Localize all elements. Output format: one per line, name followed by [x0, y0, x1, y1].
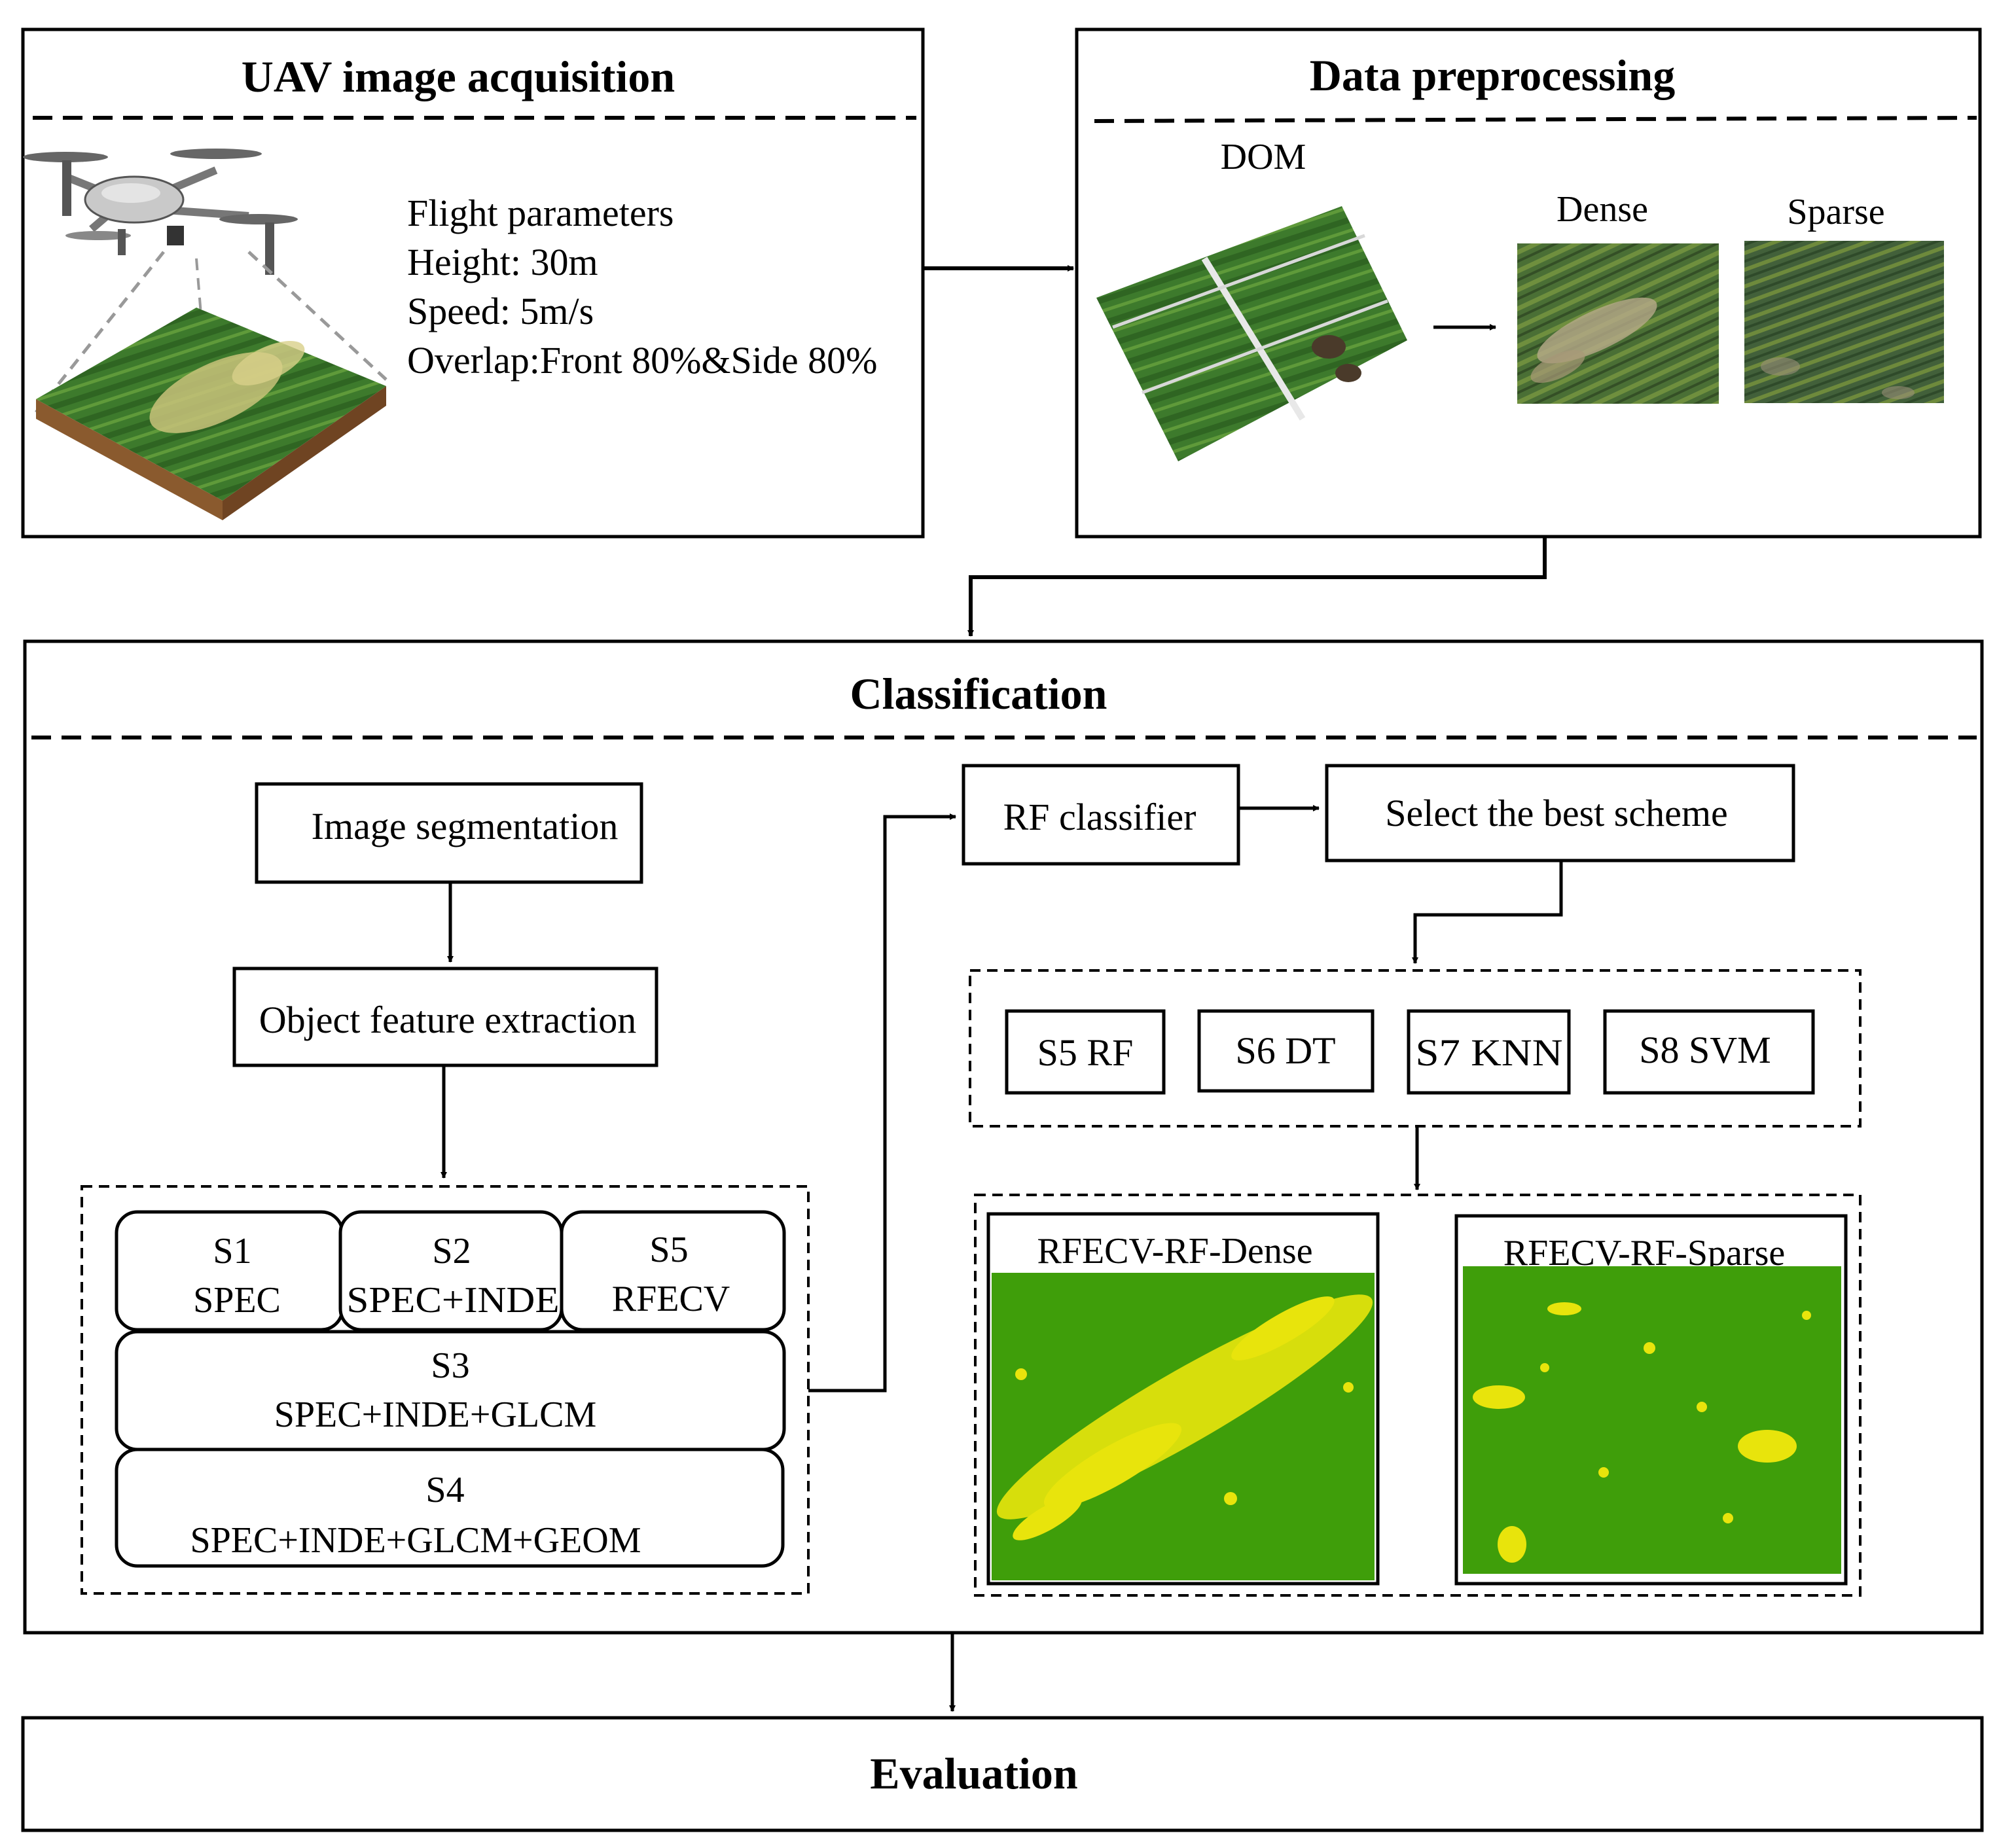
result-dense-label: RFECV-RF-Dense — [1037, 1231, 1312, 1271]
model-s5-rf-label: S5 RF — [1037, 1031, 1134, 1074]
result-dense-map — [992, 1273, 1375, 1580]
feature-extraction-box — [232, 967, 658, 1067]
select-best-scheme-box — [1325, 764, 1795, 862]
classification-panel-border — [23, 639, 1984, 1635]
flight-speed: Speed: 5m/s — [407, 290, 594, 332]
preprocessing-panel-title: Data preprocessing — [1310, 50, 1675, 100]
drone-icon — [23, 149, 298, 275]
model-s7-knn-box — [1407, 1009, 1571, 1095]
evaluation-panel-border — [21, 1716, 1984, 1832]
scheme-s3-id: S3 — [431, 1345, 469, 1386]
image-segmentation-label: Image segmentation — [312, 805, 619, 847]
model-s6-dt-label: S6 DT — [1235, 1029, 1335, 1072]
dense-sample-image — [1517, 243, 1719, 404]
scheme-s5-id: S5 — [649, 1230, 688, 1270]
dom-label: DOM — [1221, 137, 1306, 177]
select-best-scheme-label: Select the best scheme — [1385, 792, 1727, 834]
preprocessing-panel-border — [1075, 27, 1982, 539]
rf-classifier-label: RF classifier — [1003, 796, 1196, 838]
scheme-s4-name: SPEC+INDE+GLCM+GEOM — [190, 1520, 641, 1561]
classification-panel-title: Classification — [850, 669, 1107, 719]
model-s8-svm-label: S8 SVM — [1639, 1029, 1771, 1071]
scheme-s1-id: S1 — [213, 1231, 251, 1271]
flight-overlap: Overlap:Front 80%&Side 80% — [407, 339, 877, 382]
model-s7-knn-label: S7 KNN — [1416, 1031, 1563, 1074]
sparse-sample-image — [1744, 241, 1944, 403]
scheme-s5-box — [560, 1210, 786, 1332]
arrow-select-to-models — [1412, 861, 1563, 964]
evaluation-title: Evaluation — [870, 1749, 1077, 1798]
scheme-s2-id: S2 — [432, 1231, 471, 1271]
scheme-s3-name: SPEC+INDE+GLCM — [274, 1395, 597, 1435]
schemes-dashed-frame — [81, 1185, 810, 1595]
preprocessing-title-divider — [1094, 116, 1977, 123]
scheme-s2-name: SPEC+INDE — [347, 1280, 560, 1321]
model-s8-svm-box — [1603, 1009, 1815, 1095]
results-group: RFECV-RF-Dense RFECV-RF-Sparse — [974, 1194, 1862, 1597]
feature-extraction-label: Object feature extraction — [259, 999, 636, 1041]
dom-orthomosaic-image — [1096, 206, 1407, 461]
arrow-preprocessing-to-classification — [967, 537, 1547, 637]
preprocessing-panel: Data preprocessing DOM Dense Sparse — [1075, 27, 1982, 539]
scheme-s4-box — [115, 1448, 785, 1568]
uav-panel-border — [21, 27, 925, 539]
scheme-s4-id: S4 — [425, 1470, 464, 1510]
flight-parameters-heading: Flight parameters — [407, 192, 674, 234]
uav-panel-title: UAV image acquisition — [242, 52, 675, 101]
sparse-label: Sparse — [1787, 192, 1884, 232]
flight-parameters: Flight parameters Height: 30m Speed: 5m/… — [407, 192, 877, 382]
classification-panel: Classification Image segmentation Object… — [23, 639, 1984, 1635]
scheme-s5-name: RFECV — [612, 1279, 730, 1319]
feature-schemes-group: S1 SPEC S2 SPEC+INDE S5 RFECV S3 SPEC+IN… — [81, 1185, 810, 1595]
result-sparse-map — [1463, 1266, 1841, 1574]
models-group: S5 RF S6 DT S7 KNN S8 SVM — [969, 969, 1862, 1128]
image-segmentation-box — [255, 782, 643, 884]
results-dashed-frame — [974, 1194, 1862, 1597]
field-block-image — [35, 251, 387, 520]
model-s5-rf-box — [1005, 1009, 1166, 1095]
model-s6-dt-box — [1197, 1009, 1375, 1093]
dense-label: Dense — [1556, 189, 1648, 230]
arrow-schemes-to-rf — [808, 813, 956, 1393]
rf-classifier-box — [962, 764, 1240, 866]
uav-panel: UAV image acquisition — [21, 27, 925, 539]
scheme-s1-name: SPEC — [193, 1280, 281, 1321]
models-dashed-frame — [969, 969, 1862, 1128]
flight-height: Height: 30m — [407, 241, 598, 283]
evaluation-panel: Evaluation — [21, 1716, 1984, 1832]
